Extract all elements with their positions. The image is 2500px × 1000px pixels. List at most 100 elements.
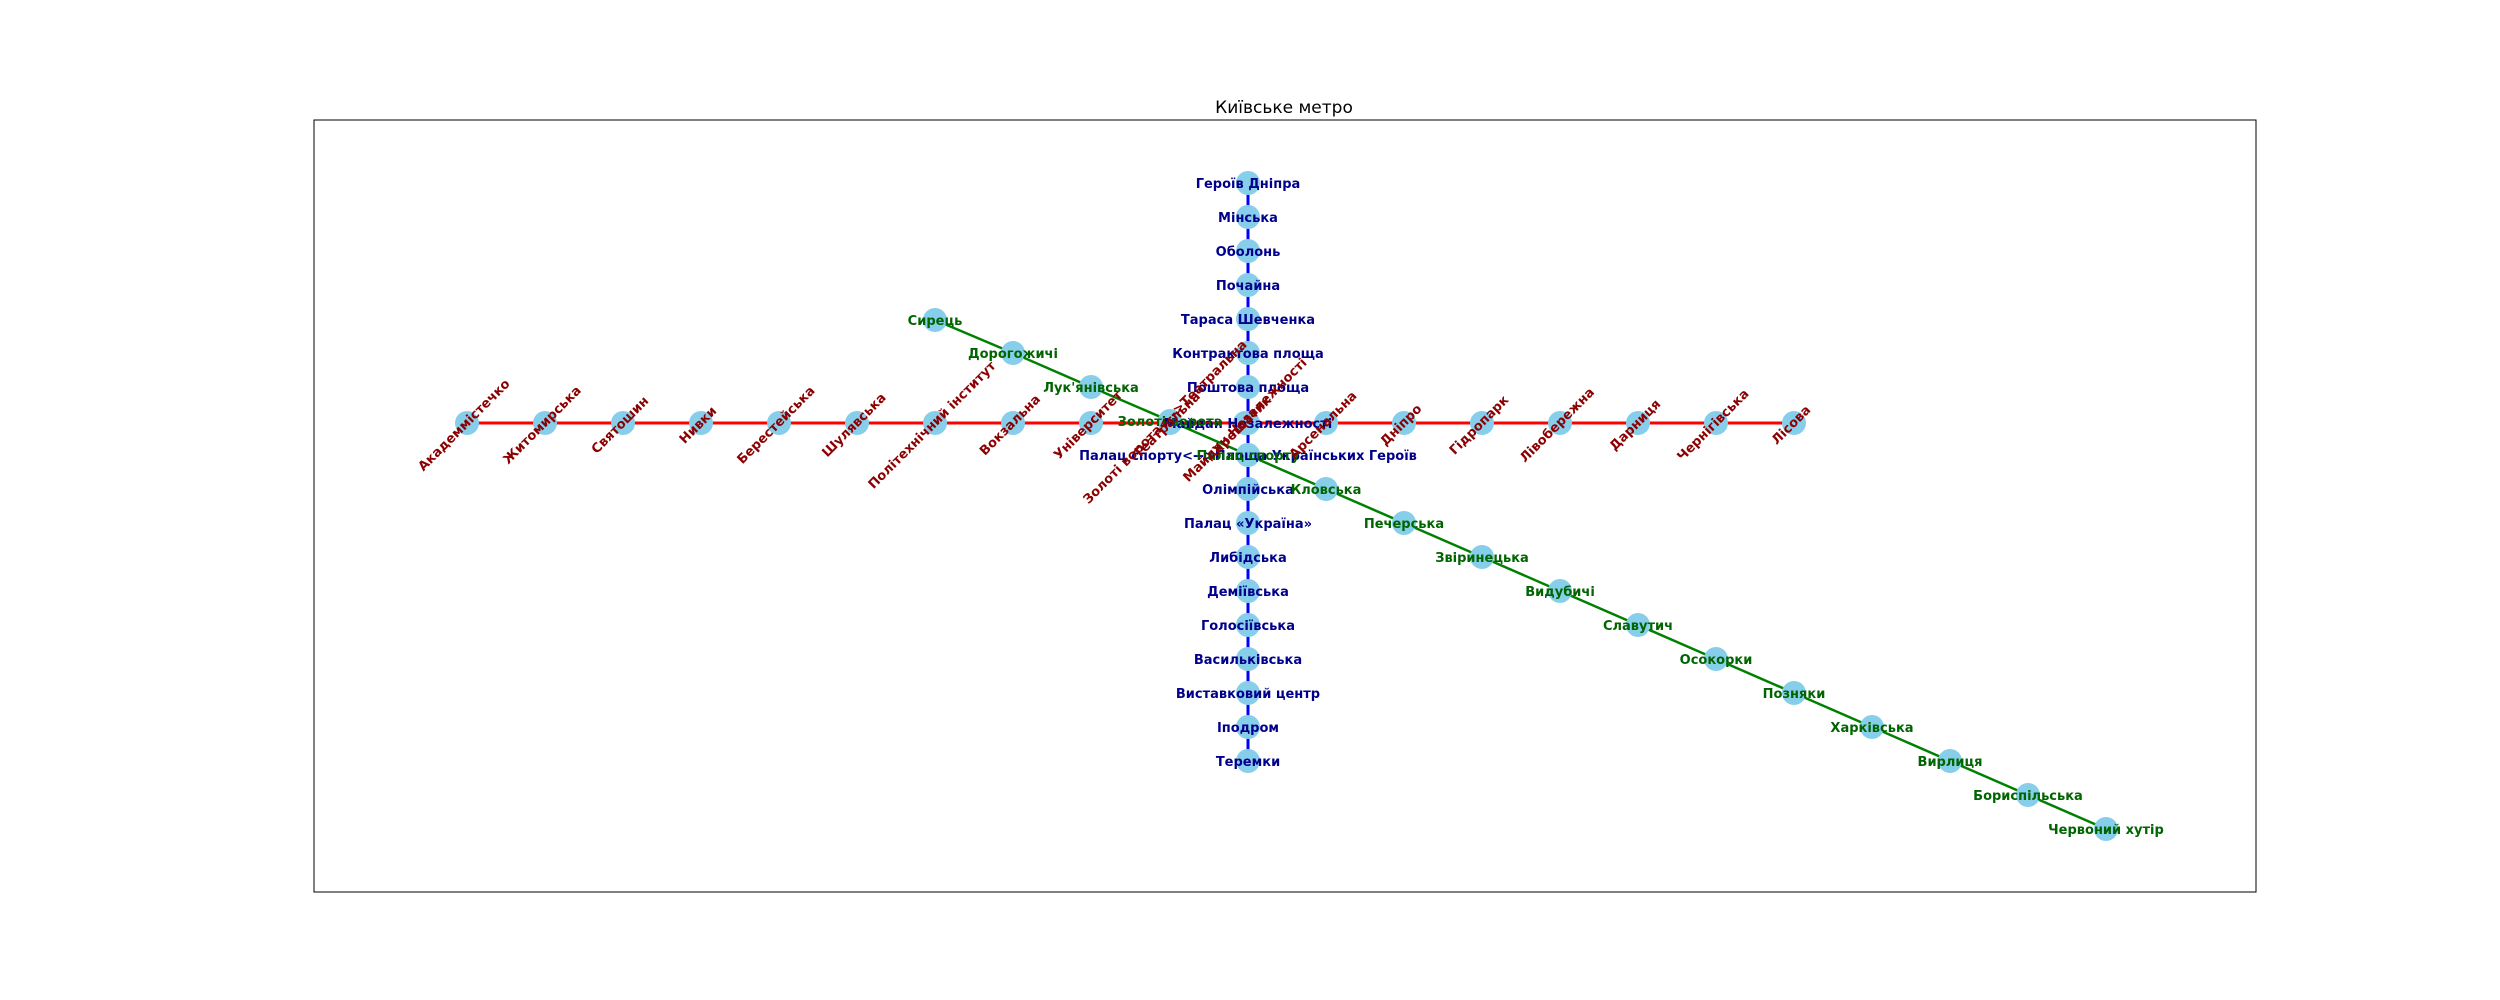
station-node-red-15[interactable] bbox=[1626, 411, 1650, 435]
station-node-blue-0[interactable] bbox=[1236, 171, 1260, 195]
station-node-green-14[interactable] bbox=[2016, 783, 2040, 807]
station-node-green-1[interactable] bbox=[1001, 341, 1025, 365]
station-label-red-4: Берестейська bbox=[735, 384, 819, 468]
station-label-green-13: Вирлиця bbox=[1918, 755, 1983, 770]
station-node-green-13[interactable] bbox=[1938, 749, 1962, 773]
station-node-red-4[interactable] bbox=[767, 411, 791, 435]
station-node-green-3[interactable] bbox=[1158, 409, 1182, 433]
station-node-red-3[interactable] bbox=[689, 411, 713, 435]
station-node-blue-14[interactable] bbox=[1236, 647, 1260, 671]
station-node-green-5[interactable] bbox=[1314, 477, 1338, 501]
station-node-red-1[interactable] bbox=[533, 411, 557, 435]
station-node-blue-10[interactable] bbox=[1236, 511, 1260, 535]
station-node-blue-6[interactable] bbox=[1236, 375, 1260, 399]
station-label-blue-17: Теремки bbox=[1216, 755, 1280, 770]
station-node-green-2[interactable] bbox=[1079, 375, 1103, 399]
map-frame bbox=[313, 119, 2257, 893]
station-node-green-9[interactable] bbox=[1626, 613, 1650, 637]
station-label-green-5: Кловська bbox=[1291, 483, 1362, 498]
station-label-blue-9: Олімпійська bbox=[1202, 483, 1294, 498]
station-label-green-9: Славутич bbox=[1603, 619, 1673, 634]
station-node-green-4[interactable] bbox=[1236, 443, 1260, 467]
station-node-green-10[interactable] bbox=[1704, 647, 1728, 671]
station-label-blue-16: Іподром bbox=[1217, 721, 1279, 736]
station-node-red-5[interactable] bbox=[845, 411, 869, 435]
station-node-red-6[interactable] bbox=[923, 411, 947, 435]
station-nodes bbox=[455, 171, 2118, 841]
station-label-green-8: Видубичі bbox=[1525, 585, 1595, 600]
green-line-path bbox=[934, 318, 2107, 831]
station-node-red-7[interactable] bbox=[1001, 411, 1025, 435]
station-label-green-3: Золоті ворота bbox=[1118, 415, 1223, 430]
station-node-blue-15[interactable] bbox=[1236, 681, 1260, 705]
station-label-red-3: Нивки bbox=[677, 404, 720, 447]
station-node-red-13[interactable] bbox=[1470, 411, 1494, 435]
station-label-red-6: Політехнічний інститут bbox=[866, 358, 1000, 492]
station-label-green-1: Дорогожичі bbox=[968, 347, 1058, 362]
station-label-blue-0: Героїв Дніпра bbox=[1196, 177, 1301, 192]
station-label-blue-2: Оболонь bbox=[1216, 245, 1281, 260]
station-label-blue-4: Тараса Шевченка bbox=[1181, 313, 1315, 328]
station-node-blue-1[interactable] bbox=[1236, 205, 1260, 229]
station-label-green-10: Осокорки bbox=[1680, 653, 1753, 668]
station-node-red-14[interactable] bbox=[1548, 411, 1572, 435]
station-label-blue-3: Почайна bbox=[1216, 279, 1280, 294]
station-label-green-2: Лук'янівська bbox=[1043, 381, 1139, 396]
station-label-blue-14: Васильківська bbox=[1194, 653, 1302, 668]
station-node-blue-11[interactable] bbox=[1236, 545, 1260, 569]
station-label-red-13: Гідропарк bbox=[1447, 393, 1512, 458]
station-node-green-8[interactable] bbox=[1548, 579, 1572, 603]
station-node-green-11[interactable] bbox=[1782, 681, 1806, 705]
station-label-blue-15: Виставковий центр bbox=[1176, 687, 1320, 702]
station-node-red-17[interactable] bbox=[1782, 411, 1806, 435]
station-node-green-12[interactable] bbox=[1860, 715, 1884, 739]
station-node-blue-7[interactable] bbox=[1236, 411, 1260, 435]
station-node-blue-12[interactable] bbox=[1236, 579, 1260, 603]
station-label-blue-12: Деміївська bbox=[1207, 585, 1289, 600]
station-node-red-11[interactable] bbox=[1314, 411, 1338, 435]
station-label-red-17: Лісова bbox=[1769, 403, 1814, 448]
station-label-blue-6: Поштова площа bbox=[1187, 381, 1309, 396]
station-node-blue-2[interactable] bbox=[1236, 239, 1260, 263]
station-node-green-0[interactable] bbox=[923, 308, 947, 332]
station-label-green-14: Бориспільська bbox=[1973, 789, 2083, 804]
station-node-blue-13[interactable] bbox=[1236, 613, 1260, 637]
station-label-green-12: Харківська bbox=[1830, 721, 1913, 736]
station-node-red-12[interactable] bbox=[1392, 411, 1416, 435]
station-node-blue-3[interactable] bbox=[1236, 273, 1260, 297]
station-label-red-0: Академмістечко bbox=[416, 377, 514, 475]
station-label-red-2: Святошин bbox=[589, 394, 652, 457]
map-title: Київське метро bbox=[1215, 98, 1353, 118]
station-node-blue-4[interactable] bbox=[1236, 307, 1260, 331]
station-node-blue-16[interactable] bbox=[1236, 715, 1260, 739]
station-label-red-12: Дніпро bbox=[1378, 402, 1426, 450]
station-label-blue-13: Голосіївська bbox=[1201, 619, 1295, 634]
station-node-green-6[interactable] bbox=[1392, 511, 1416, 535]
station-label-blue-7: Майдан Незалежності bbox=[1164, 417, 1333, 432]
station-label-green-15: Червоний хутір bbox=[2048, 823, 2164, 838]
station-node-red-0[interactable] bbox=[455, 411, 479, 435]
station-label-red-1: Житомирська bbox=[500, 383, 584, 467]
station-node-red-8[interactable] bbox=[1079, 411, 1103, 435]
station-label-green-7: Звіринецька bbox=[1435, 551, 1529, 566]
station-node-green-7[interactable] bbox=[1470, 545, 1494, 569]
station-label-green-6: Печерська bbox=[1364, 517, 1444, 532]
station-node-red-16[interactable] bbox=[1704, 411, 1728, 435]
station-label-green-4: Палац спорту bbox=[1196, 449, 1300, 464]
station-node-green-15[interactable] bbox=[2094, 817, 2118, 841]
station-node-red-2[interactable] bbox=[611, 411, 635, 435]
station-label-red-7: Вокзальна bbox=[977, 392, 1044, 459]
station-node-blue-5[interactable] bbox=[1236, 341, 1260, 365]
station-label-blue-1: Мінська bbox=[1218, 211, 1278, 226]
station-label-green-0: Сирець bbox=[908, 314, 963, 329]
station-label-blue-11: Либідська bbox=[1209, 551, 1286, 566]
station-label-blue-8: Палац спорту<-->Площа Українських Героїв bbox=[1079, 449, 1417, 464]
station-node-blue-17[interactable] bbox=[1236, 749, 1260, 773]
station-label-green-11: Позняки bbox=[1763, 687, 1826, 702]
station-label-red-15: Дарниця bbox=[1607, 397, 1664, 454]
station-label-red-16: Чернігівська bbox=[1675, 387, 1753, 465]
station-node-blue-9[interactable] bbox=[1236, 477, 1260, 501]
station-label-blue-5: Контрактова площа bbox=[1172, 347, 1324, 362]
station-label-red-14: Лівобережна bbox=[1517, 385, 1598, 466]
